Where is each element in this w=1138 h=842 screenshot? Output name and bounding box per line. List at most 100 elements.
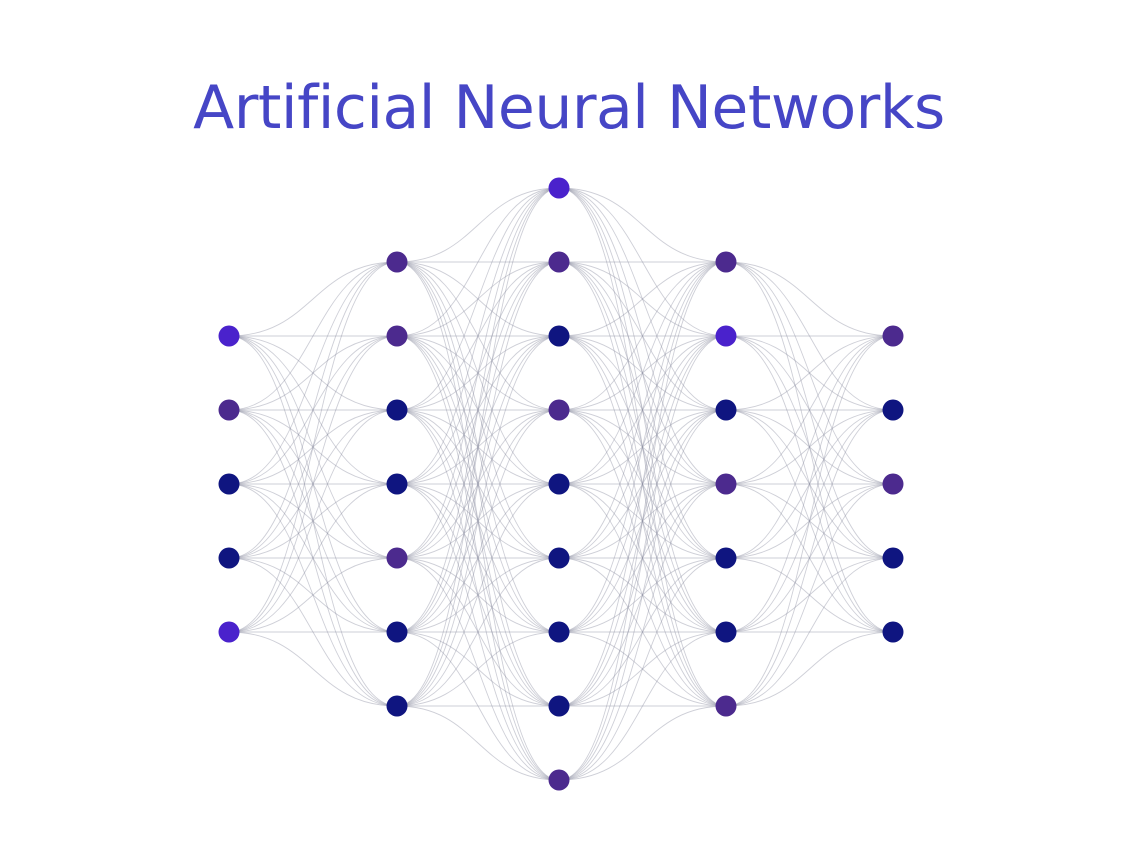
- edge-l1-n5-to-l2-n7: [396, 631, 560, 707]
- edge-l3-n3-to-l4-n4: [725, 483, 894, 633]
- edge-l3-n5-to-l4-n3: [725, 557, 894, 633]
- edge-l0-n2-to-l1-n4: [228, 483, 398, 559]
- edge-l0-n4-to-l1-n0: [228, 261, 398, 633]
- edge-l2-n8-to-l3-n4: [558, 557, 727, 781]
- edge-l2-n0-to-l3-n1: [558, 187, 727, 337]
- hidden-layer-1-node-6: [386, 621, 408, 643]
- edge-l1-n6-to-l2-n1: [396, 261, 560, 707]
- edge-l3-n0-to-l4-n3: [725, 261, 894, 559]
- edge-l1-n6-to-l2-n0: [396, 187, 560, 707]
- edge-l0-n1-to-l1-n3: [228, 409, 398, 485]
- edge-l3-n2-to-l4-n4: [725, 409, 894, 633]
- edge-l1-n6-to-l2-n3: [396, 409, 560, 707]
- edge-l2-n8-to-l3-n5: [558, 631, 727, 781]
- hidden-layer-3-node-4: [715, 473, 737, 495]
- hidden-layer-2-node-4: [548, 399, 570, 421]
- edge-l3-n0-to-l4-n4: [725, 261, 894, 633]
- edge-l1-n2-to-l2-n1: [396, 261, 560, 411]
- edge-l3-n4-to-l4-n1: [725, 409, 894, 559]
- edge-l3-n4-to-l4-n4: [725, 557, 894, 633]
- output-layer-node-5: [882, 621, 904, 643]
- edge-l0-n1-to-l1-n0: [228, 261, 398, 411]
- edge-l3-n3-to-l4-n1: [725, 409, 894, 485]
- edge-l2-n5-to-l3-n5: [558, 557, 727, 633]
- edge-l1-n1-to-l2-n1: [396, 261, 560, 337]
- edge-l1-n2-to-l2-n8: [396, 409, 560, 781]
- hidden-layer-3-node-3: [715, 399, 737, 421]
- edge-l2-n5-to-l3-n3: [558, 483, 727, 559]
- output-layer-node-4: [882, 547, 904, 569]
- edge-l3-n1-to-l4-n2: [725, 335, 894, 485]
- edge-l1-n2-to-l2-n5: [396, 409, 560, 559]
- edge-l1-n0-to-l2-n0: [396, 187, 560, 263]
- edge-l2-n5-to-l3-n1: [558, 335, 727, 559]
- edge-l3-n3-to-l4-n3: [725, 483, 894, 559]
- edge-l0-n2-to-l1-n0: [228, 261, 398, 485]
- edge-l0-n2-to-l1-n6: [228, 483, 398, 707]
- edge-l2-n7-to-l3-n2: [558, 409, 727, 707]
- hidden-layer-3-node-7: [715, 695, 737, 717]
- edge-l1-n4-to-l2-n2: [396, 335, 560, 559]
- edge-l0-n3-to-l1-n6: [228, 557, 398, 707]
- edge-l1-n3-to-l2-n5: [396, 483, 560, 559]
- input-layer-node-2: [218, 399, 240, 421]
- hidden-layer-1-node-7: [386, 695, 408, 717]
- edge-l0-n3-to-l1-n0: [228, 261, 398, 559]
- edge-l1-n0-to-l2-n2: [396, 261, 560, 337]
- edge-l2-n3-to-l3-n1: [558, 335, 727, 411]
- edge-l3-n6-to-l4-n4: [725, 631, 894, 707]
- edge-l2-n4-to-l3-n5: [558, 483, 727, 633]
- edge-l1-n4-to-l2-n1: [396, 261, 560, 559]
- connections: [228, 187, 894, 781]
- hidden-layer-2-node-7: [548, 621, 570, 643]
- edge-l3-n4-to-l4-n0: [725, 335, 894, 559]
- edge-l0-n0-to-l1-n4: [228, 335, 398, 559]
- edge-l1-n0-to-l2-n3: [396, 261, 560, 411]
- input-layer-node-5: [218, 621, 240, 643]
- edge-l2-n2-to-l3-n5: [558, 335, 727, 633]
- edge-l1-n0-to-l2-n4: [396, 261, 560, 485]
- edge-l1-n1-to-l2-n7: [396, 335, 560, 707]
- edge-l2-n4-to-l3-n6: [558, 483, 727, 707]
- edge-l2-n3-to-l3-n5: [558, 409, 727, 633]
- edge-l1-n3-to-l2-n8: [396, 483, 560, 781]
- edge-l3-n0-to-l4-n2: [725, 261, 894, 485]
- hidden-layer-3-node-6: [715, 621, 737, 643]
- edge-l2-n1-to-l3-n1: [558, 261, 727, 337]
- hidden-layer-2-node-2: [548, 251, 570, 273]
- hidden-layer-2-node-5: [548, 473, 570, 495]
- output-layer-node-1: [882, 325, 904, 347]
- edge-l2-n6-to-l3-n2: [558, 409, 727, 633]
- edge-l1-n2-to-l2-n4: [396, 409, 560, 485]
- edge-l3-n0-to-l4-n1: [725, 261, 894, 411]
- hidden-layer-3-node-5: [715, 547, 737, 569]
- edge-l2-n6-to-l3-n4: [558, 557, 727, 633]
- hidden-layer-3-node-2: [715, 325, 737, 347]
- edge-l3-n4-to-l4-n2: [725, 483, 894, 559]
- edge-l1-n5-to-l2-n3: [396, 409, 560, 633]
- output-layer-node-2: [882, 399, 904, 421]
- edge-l1-n0-to-l2-n5: [396, 261, 560, 559]
- edge-l3-n5-to-l4-n1: [725, 409, 894, 633]
- edge-l1-n5-to-l2-n2: [396, 335, 560, 633]
- edge-l0-n4-to-l1-n2: [228, 409, 398, 633]
- edge-l1-n6-to-l2-n8: [396, 705, 560, 781]
- edge-l0-n0-to-l1-n5: [228, 335, 398, 633]
- edge-l2-n4-to-l3-n0: [558, 261, 727, 485]
- edge-l1-n1-to-l2-n3: [396, 335, 560, 411]
- edge-l1-n2-to-l2-n0: [396, 187, 560, 411]
- edge-l2-n6-to-l3-n0: [558, 261, 727, 633]
- edge-l2-n8-to-l3-n1: [558, 335, 727, 781]
- edge-l1-n1-to-l2-n4: [396, 335, 560, 485]
- input-layer-node-3: [218, 473, 240, 495]
- edge-l0-n1-to-l1-n6: [228, 409, 398, 707]
- edge-l0-n3-to-l1-n1: [228, 335, 398, 559]
- edge-l0-n1-to-l1-n1: [228, 335, 398, 411]
- edge-l1-n1-to-l2-n8: [396, 335, 560, 781]
- edge-l1-n2-to-l2-n2: [396, 335, 560, 411]
- edge-l1-n6-to-l2-n6: [396, 631, 560, 707]
- hidden-layer-1-node-4: [386, 473, 408, 495]
- edge-l3-n6-to-l4-n2: [725, 483, 894, 707]
- edge-l2-n7-to-l3-n4: [558, 557, 727, 707]
- edge-l2-n3-to-l3-n0: [558, 261, 727, 411]
